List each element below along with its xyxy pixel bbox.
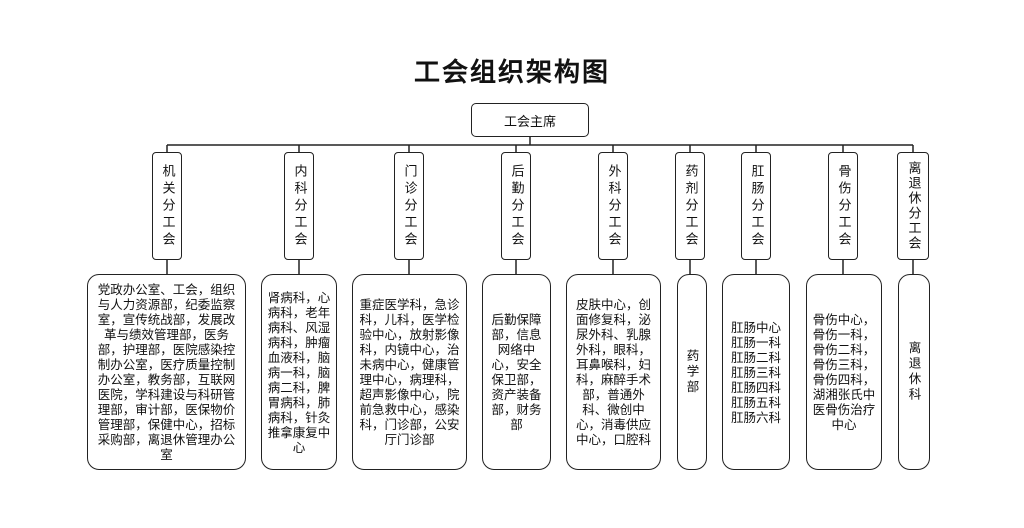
dept-list-yaoji: 药学部 xyxy=(677,274,707,470)
branch-waike: 外科分工会 xyxy=(598,152,628,260)
branch-gangchang: 肛肠分工会 xyxy=(741,152,771,260)
chart-title: 工会组织架构图 xyxy=(413,58,610,88)
branch-yaoji: 药剂分工会 xyxy=(675,152,705,260)
dept-list-neike: 肾病科，心病科，老年病科、风湿病科，肿瘤血液科，脑病一科，脑病二科，脾胃病科，肺… xyxy=(261,274,337,470)
branch-jiguan: 机关分工会 xyxy=(152,152,182,260)
dept-list-gushang: 骨伤中心，骨伤一科，骨伤二科，骨伤三科，骨伤四科，湖湘张氏中医骨伤治疗中心 xyxy=(806,274,882,470)
root-node-union-chairman: 工会主席 xyxy=(471,103,589,137)
dept-list-waike: 皮肤中心，创面修复科，泌尿外科、乳腺外科，眼科，耳鼻喉科，妇科，麻醉手术部，普通… xyxy=(566,274,661,470)
dept-list-menzhen: 重症医学科，急诊科，儿科，医学检验中心，放射影像科，内镜中心，治未病中心，健康管… xyxy=(352,274,467,470)
branch-lituixiu: 离退休分工会 xyxy=(897,152,929,260)
branch-menzhen: 门诊分工会 xyxy=(394,152,424,260)
branch-gushang: 骨伤分工会 xyxy=(828,152,858,260)
dept-list-gangchang: 肛肠中心 肛肠一科 肛肠二科 肛肠三科 肛肠四科 肛肠五科 肛肠六科 xyxy=(722,274,790,470)
dept-list-lituixiu: 离退休科 xyxy=(898,274,930,470)
dept-list-jiguan: 党政办公室、工会，组织与人力资源部，纪委监察室，宣传统战部，发展改革与绩效管理部… xyxy=(87,274,246,470)
dept-list-houqin: 后勤保障部，信息网络中心，安全保卫部，资产装备部，财务部 xyxy=(482,274,551,470)
branch-neike: 内科分工会 xyxy=(284,152,314,260)
branch-houqin: 后勤分工会 xyxy=(501,152,531,260)
